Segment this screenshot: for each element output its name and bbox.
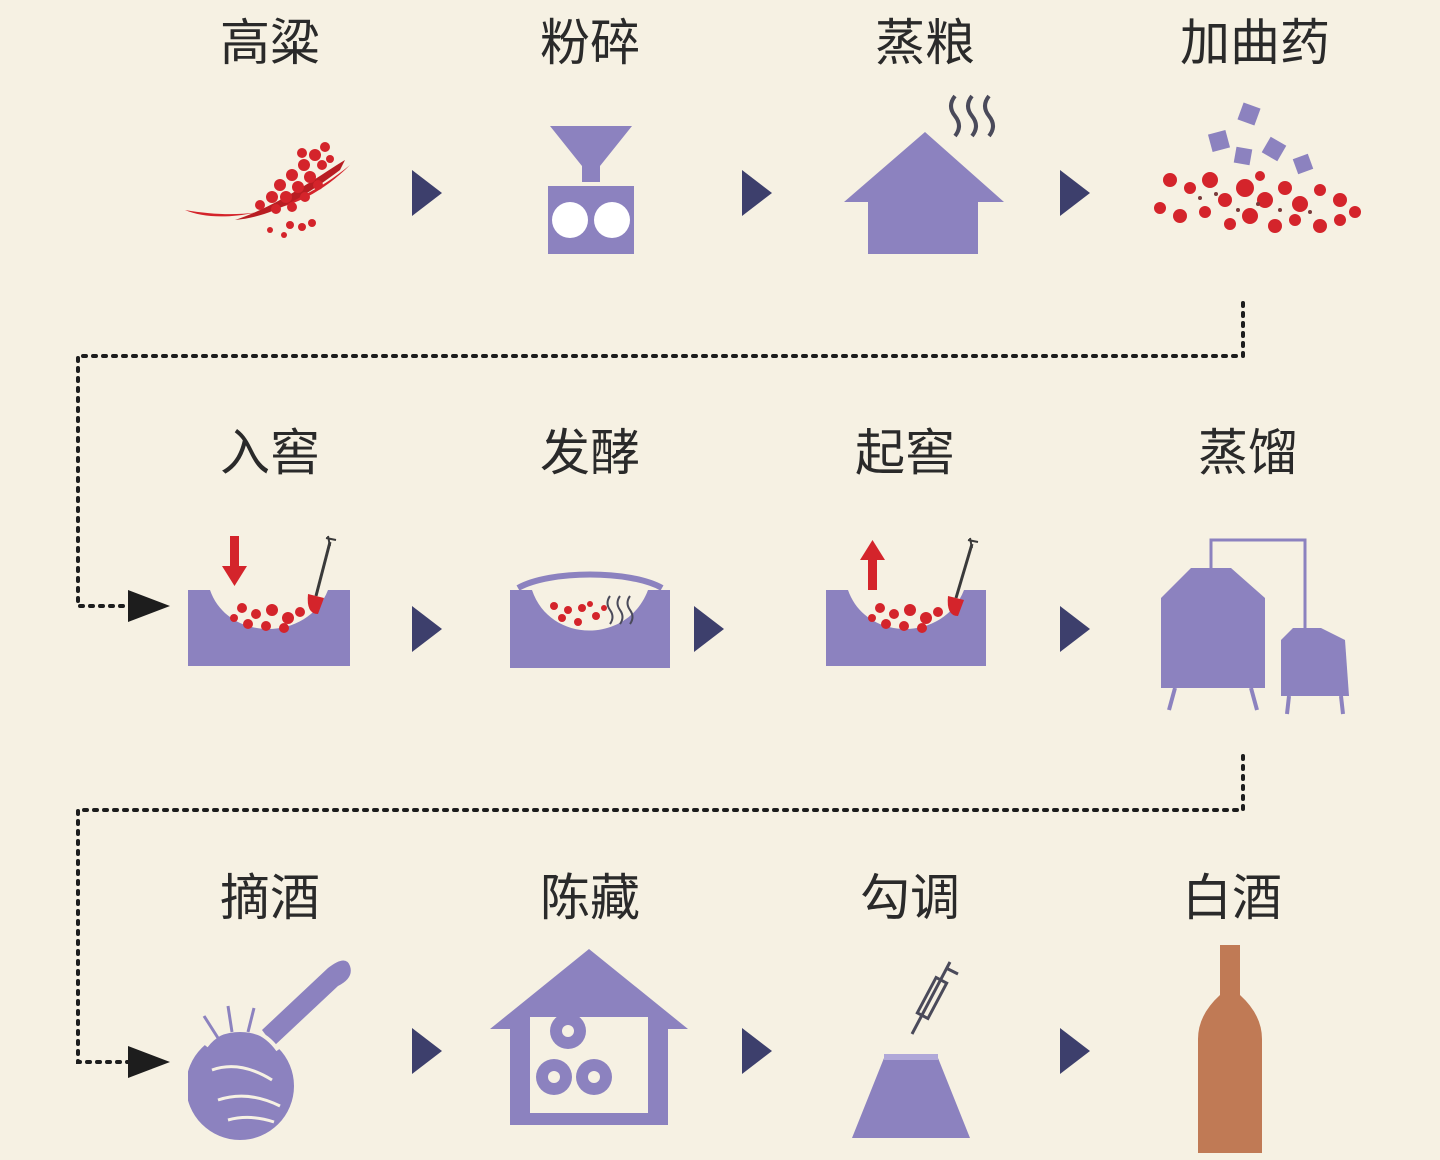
bottle-icon (1198, 945, 1262, 1153)
step-label-steaming: 蒸粮 (875, 14, 975, 72)
collecting-liquor-icon (188, 960, 351, 1140)
next-step-arrow-icon (742, 170, 772, 216)
storage-cellar-icon (490, 949, 688, 1125)
distiller-icon (1161, 538, 1349, 715)
next-step-arrow-icon (694, 606, 724, 652)
next-step-arrow-icon (1060, 170, 1090, 216)
row3-entry-arrow (128, 1046, 170, 1078)
next-step-arrow-icon (412, 1028, 442, 1074)
step-label-distillation: 蒸馏 (1198, 424, 1298, 482)
next-step-arrow-icon (1060, 606, 1090, 652)
sorghum-icon (185, 142, 350, 238)
step-label-into-pit: 入窖 (220, 424, 320, 482)
yeast-starter-icon (1154, 102, 1361, 233)
row2-to-row3-connector (76, 754, 1245, 1064)
step-label-blending: 勾调 (860, 869, 960, 927)
step-label-fermentation: 发酵 (540, 424, 640, 482)
step-label-add-starter: 加曲药 (1180, 14, 1330, 72)
pit-out-icon (826, 537, 986, 666)
step-label-baijiu: 白酒 (1182, 869, 1282, 927)
step-label-collecting: 摘酒 (220, 869, 320, 927)
next-step-arrow-icon (1060, 1028, 1090, 1074)
fermentation-pit-icon (510, 571, 670, 668)
step-label-storage: 陈藏 (540, 869, 640, 927)
row1-to-row2-connector (76, 301, 1245, 608)
pit-in-icon (188, 535, 350, 666)
step-label-out-of-pit: 起窖 (855, 424, 955, 482)
next-step-arrow-icon (742, 1028, 772, 1074)
next-step-arrow-icon (412, 170, 442, 216)
row2-entry-arrow (128, 590, 170, 622)
grinder-icon (548, 126, 634, 254)
step-label-sorghum: 高粱 (220, 14, 320, 72)
steamer-icon (844, 94, 1004, 254)
step-label-crushing: 粉碎 (540, 14, 640, 72)
next-step-arrow-icon (412, 606, 442, 652)
blending-icon (852, 961, 970, 1138)
